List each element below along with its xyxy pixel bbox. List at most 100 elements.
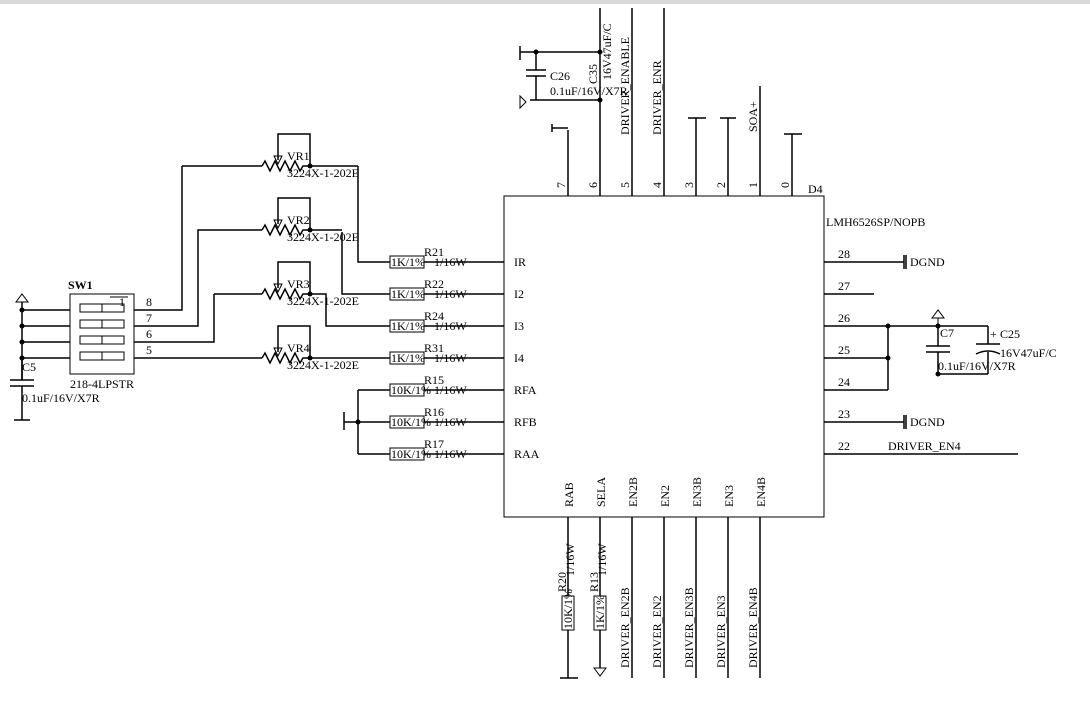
cap-c7-c25[interactable]: C7 0.1uF/16V/X7R + C25 16V47uF/C xyxy=(926,309,1057,377)
sw1-left-wires xyxy=(21,302,70,380)
pin-en3b: EN3B xyxy=(690,477,704,507)
net-driver-en2: DRIVER_EN2 xyxy=(650,595,664,668)
vr3-part: 3224X-1-202E xyxy=(287,294,359,308)
pin-num-23: 23 xyxy=(838,407,850,421)
chip-d4[interactable]: D4 LMH6526SP/NOPB IR I2 I3 I4 RFA RFB RA… xyxy=(503,182,925,518)
pin0-wire[interactable] xyxy=(784,133,802,196)
r24-wire[interactable] xyxy=(325,296,504,327)
pin-en4b: EN4B xyxy=(754,477,768,507)
sw1-pin6-wire[interactable] xyxy=(134,294,215,343)
vr2-part: 3224X-1-202E xyxy=(287,230,359,244)
pot-vr4[interactable]: VR4 3224X-1-202E xyxy=(230,325,359,372)
r17-designator: R17 xyxy=(424,437,444,451)
sw1-pin8-wire[interactable] xyxy=(134,166,183,311)
r17-spec: 1/16W xyxy=(434,447,467,461)
r22-body[interactable] xyxy=(389,287,425,301)
pot-vr3[interactable]: VR3 3224X-1-202E xyxy=(214,261,359,308)
right-wires: DGND DGND DRIVER_EN4 xyxy=(824,255,1018,455)
junction-dot xyxy=(19,307,25,313)
r31-body[interactable] xyxy=(389,351,425,365)
cap-c5[interactable]: C5 0.1uF/16V/X7R xyxy=(10,358,100,421)
sw1-body[interactable] xyxy=(69,293,135,375)
r20-designator: R20 xyxy=(555,572,569,592)
bottom-wires: 10K/1% R20 1/16W 1K/1% R13 1/16W DRIVER_… xyxy=(555,517,761,679)
c35-designator: C35 xyxy=(586,64,600,84)
cap-c26-c35[interactable]: C26 0.1uF/16V/X7R C35 16V47uF/C xyxy=(519,23,628,110)
r17-body[interactable] xyxy=(389,447,425,461)
pin-num-27: 27 xyxy=(838,279,850,293)
pin-num-0: 0 xyxy=(778,182,792,188)
c26-plates xyxy=(526,69,546,77)
r20-value: 10K/1% xyxy=(561,589,575,629)
r16-body[interactable] xyxy=(389,415,425,429)
junction-dot xyxy=(307,163,313,169)
pot-vr1[interactable]: VR1 3224X-1-202E xyxy=(182,133,359,180)
pin-num-4: 4 xyxy=(650,182,664,188)
pin-num-24: 24 xyxy=(838,375,850,389)
c25-value: 16V47uF/C xyxy=(1000,346,1057,360)
r31-value: 1K/1% xyxy=(391,351,425,365)
net-dgnd-1: DGND xyxy=(910,255,945,269)
pin7-wire[interactable] xyxy=(551,124,569,196)
sw1-pin-6: 6 xyxy=(146,327,152,341)
r31-spec: 1/16W xyxy=(434,351,467,365)
pin28-dgnd-wire[interactable] xyxy=(824,255,907,269)
top-wires: DRIVER_ENABLE DRIVER_ENR SOA+ xyxy=(551,8,802,196)
r13-body[interactable] xyxy=(593,595,607,631)
net-driver-en4: DRIVER_EN4 xyxy=(888,439,961,453)
switch-sw1[interactable]: 1 SW1 218-4LPSTR 8 7 6 5 xyxy=(15,166,230,391)
vr4-symbol xyxy=(230,325,311,365)
pin-rfa: RFA xyxy=(514,383,537,397)
wiper-arrow-icon xyxy=(273,155,283,166)
c5-symbol xyxy=(10,358,34,421)
r21-wire[interactable] xyxy=(357,166,504,263)
r21-spec: 1/16W xyxy=(434,255,467,269)
r24-body[interactable] xyxy=(389,319,425,333)
r22-value: 1K/1% xyxy=(391,287,425,301)
r21-designator: R21 xyxy=(424,245,444,259)
power-arrow-icon xyxy=(931,309,945,326)
junction-dot xyxy=(597,49,603,55)
r13-value: 1K/1% xyxy=(593,595,607,629)
pin-i3: I3 xyxy=(514,319,524,333)
pin-i4: I4 xyxy=(514,351,524,365)
wiper-arrow-icon xyxy=(273,283,283,294)
c5-designator: C5 xyxy=(22,360,36,374)
pin2-wire[interactable] xyxy=(720,117,736,196)
c25-plus: + xyxy=(990,327,997,341)
sw1-pin7-wire[interactable] xyxy=(134,232,199,327)
vr3-symbol xyxy=(214,261,327,301)
pin-num-1: 1 xyxy=(746,182,760,188)
rf-bus-wire[interactable] xyxy=(343,389,390,455)
c26-value: 0.1uF/16V/X7R xyxy=(550,84,628,98)
left-resistors: 1K/1% R21 1/16W 1K/1% R22 1/16W 1K/1% R2… xyxy=(310,166,504,461)
pin23-dgnd-wire[interactable] xyxy=(824,415,907,429)
pin3-wire[interactable] xyxy=(688,117,706,196)
rf-pin-wires[interactable] xyxy=(424,389,504,455)
net-driver-en3b: DRIVER_EN3B xyxy=(682,587,696,668)
r16-spec: 1/16W xyxy=(434,415,467,429)
pin-i2: I2 xyxy=(514,287,524,301)
pin-raa: RAA xyxy=(514,447,540,461)
r22-wire[interactable] xyxy=(341,232,504,295)
r13-spec: 1/16W xyxy=(595,543,609,576)
r21-body[interactable] xyxy=(389,255,425,269)
c5-value: 0.1uF/16V/X7R xyxy=(22,391,100,405)
rab-wire[interactable] xyxy=(560,517,578,679)
pin-ir: IR xyxy=(514,255,526,269)
junction-dot xyxy=(885,323,891,329)
pin-en2b: EN2B xyxy=(626,477,640,507)
net-driver-en4b: DRIVER_EN4B xyxy=(746,587,760,668)
pot-vr2[interactable]: VR2 3224X-1-202E xyxy=(197,197,359,244)
chip-body[interactable] xyxy=(503,195,825,518)
r15-body[interactable] xyxy=(389,383,425,397)
ground-arrow-icon xyxy=(593,667,607,677)
net-soa-plus: SOA+ xyxy=(746,101,760,132)
net-driver-enr: DRIVER_ENR xyxy=(650,60,664,135)
r20-body[interactable] xyxy=(561,595,575,631)
net-driver-enable: DRIVER_ENABLE xyxy=(618,37,632,135)
net-driver-en2b: DRIVER_EN2B xyxy=(618,587,632,668)
junction-dot xyxy=(307,227,313,233)
junction-dot xyxy=(307,291,313,297)
vr2-symbol xyxy=(197,197,342,237)
